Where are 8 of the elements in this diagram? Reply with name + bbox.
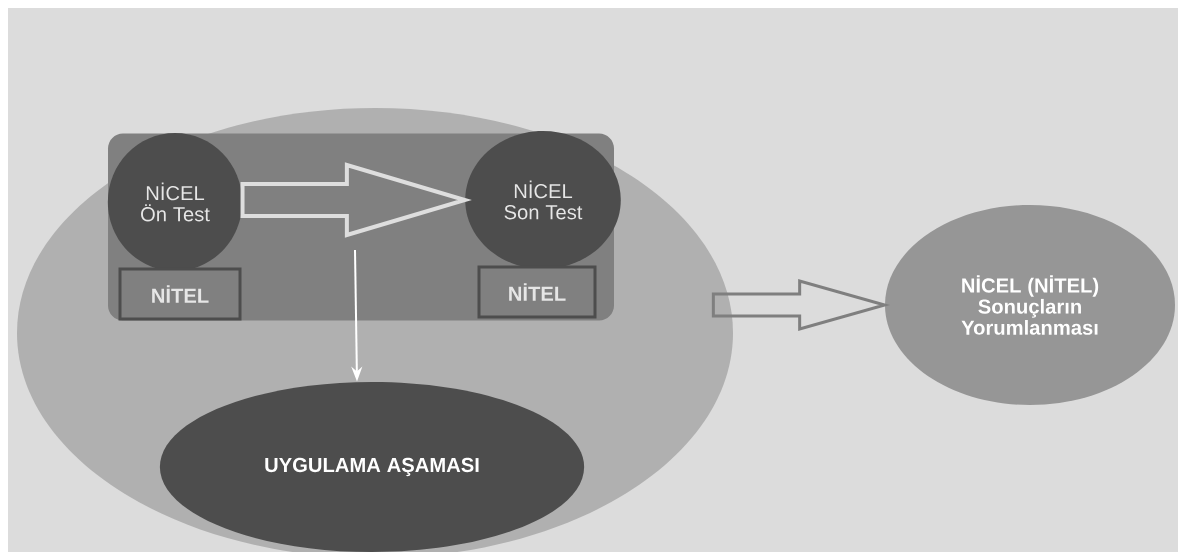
block-arrow (240, 162, 472, 238)
ellipse-node: UYGULAMA AŞAMASI (159, 382, 585, 552)
ellipse-node: NİCEL (NİTEL) Sonuçların Yorumlanması (885, 205, 1175, 405)
block-arrow (711, 279, 891, 331)
circle-node: NİCEL Son Test (465, 131, 621, 269)
label-box: NİTEL (477, 265, 597, 319)
label-box: NİTEL (118, 267, 242, 321)
circle-node: NİCEL Ön Test (107, 133, 243, 271)
